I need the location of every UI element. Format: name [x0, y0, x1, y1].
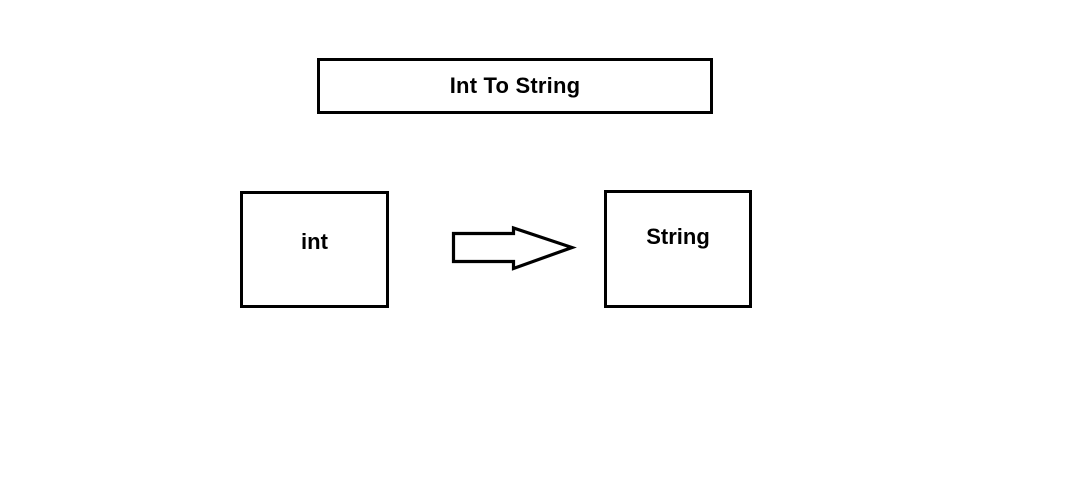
target-type-label: String	[646, 224, 710, 249]
diagram-title-label: Int To String	[449, 73, 581, 98]
diagram-title-box: Int To String	[317, 58, 713, 114]
source-type-box: int	[240, 191, 389, 308]
source-type-label: int	[301, 229, 328, 254]
block-arrow-right-icon	[444, 218, 580, 278]
target-type-box: String	[604, 190, 752, 308]
